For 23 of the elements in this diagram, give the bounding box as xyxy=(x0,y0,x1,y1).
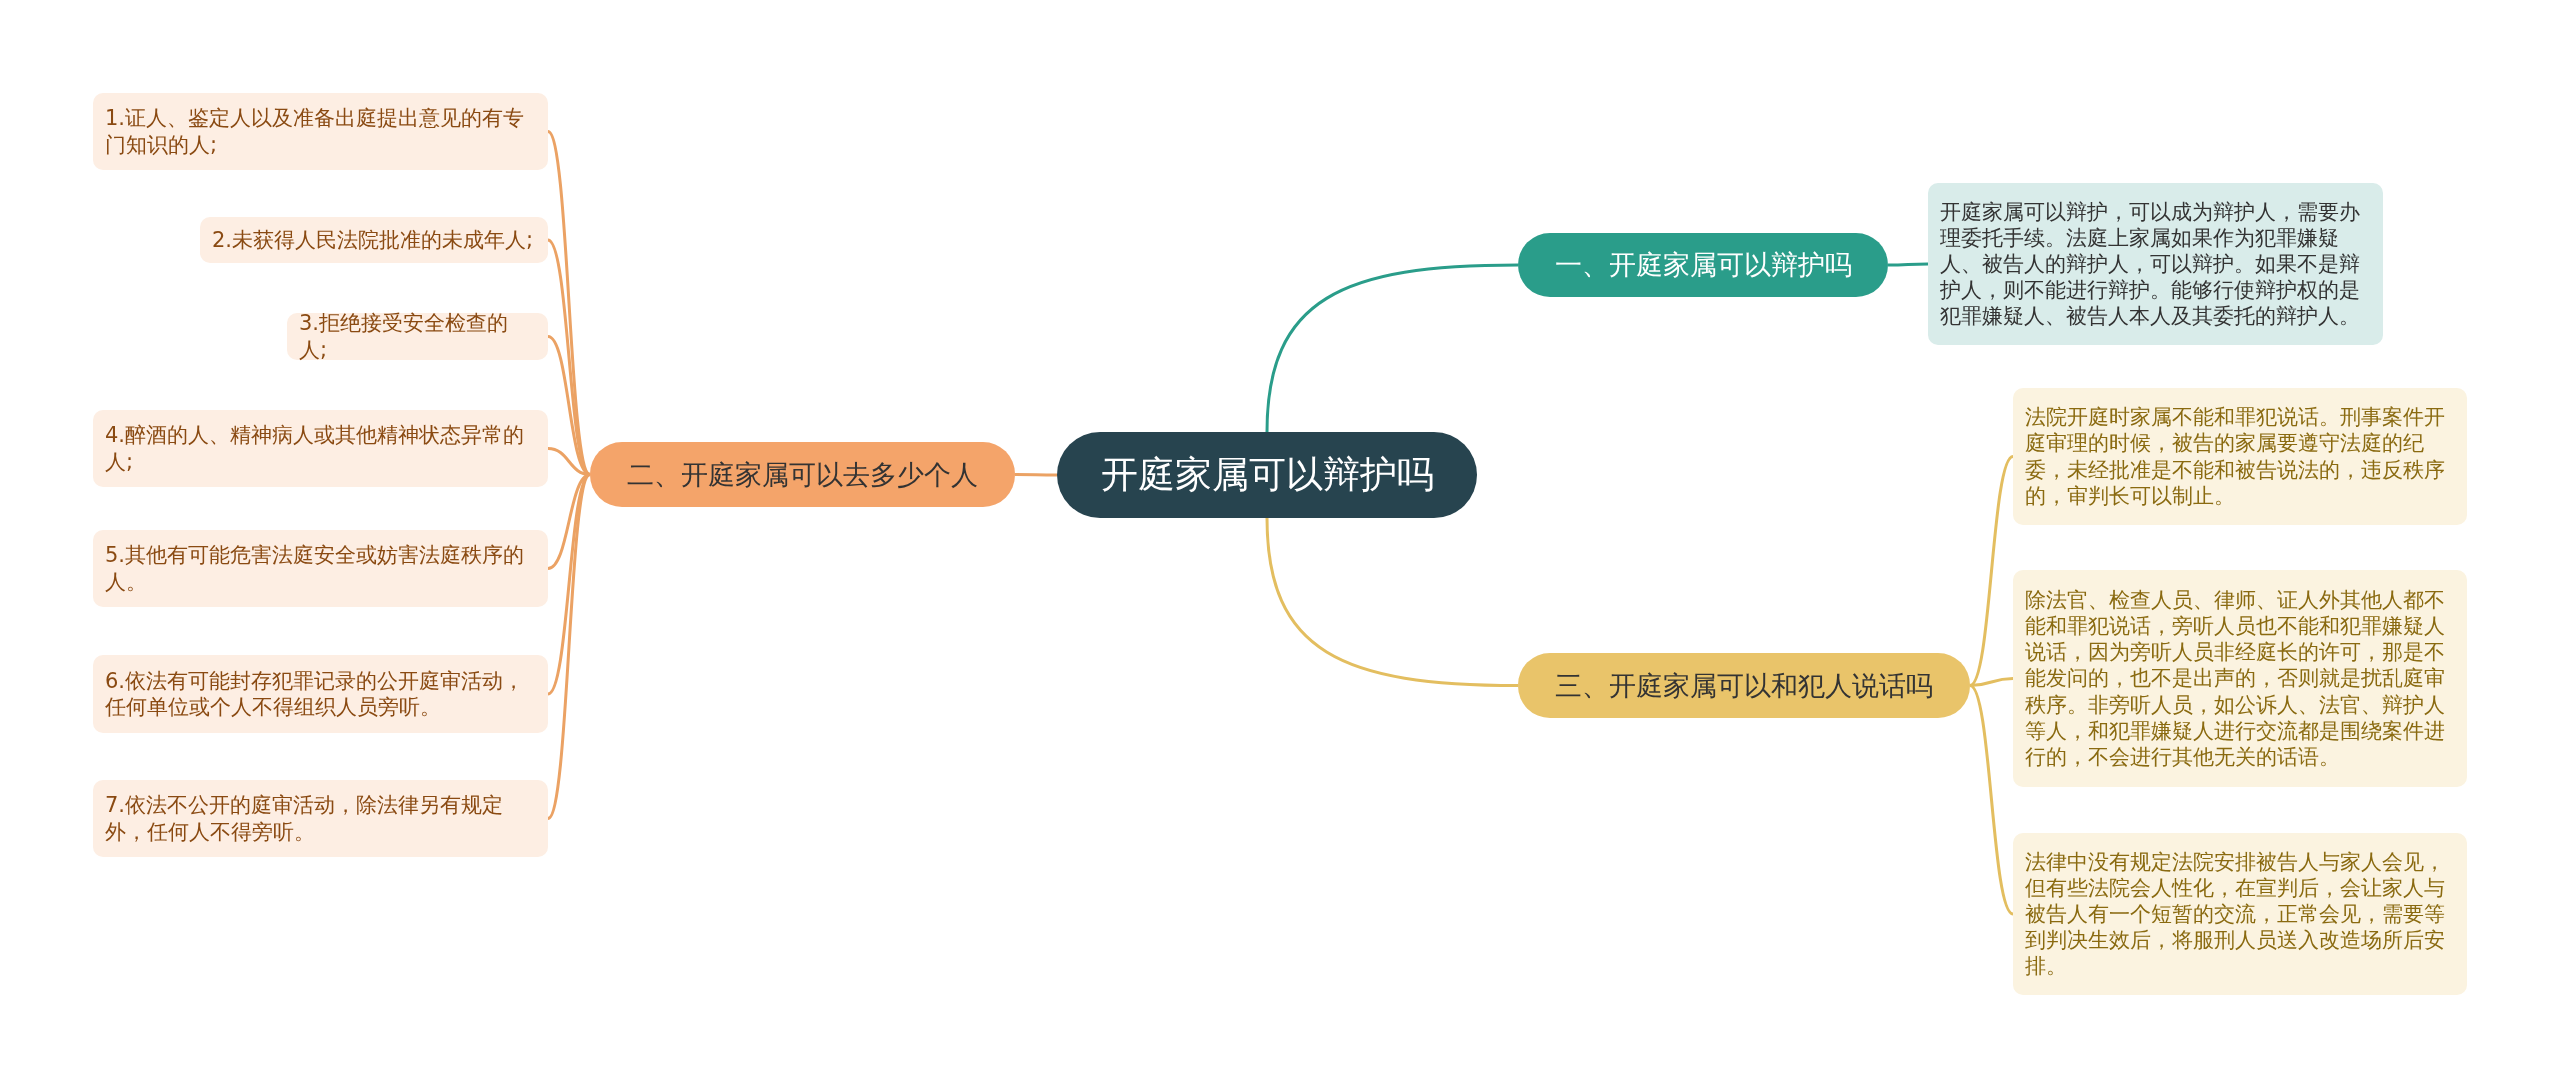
detail-card: 除法官、检查人员、律师、证人外其他人都不能和罪犯说话，旁听人员也不能和犯罪嫌疑人说话，因为旁听人员非经庭长的许可，那是不能发问的，也不是出声的，否则就是扰乱庭审秩序。非旁听人员，如公诉人、法官、辩护人等人，和犯罪嫌疑人进行交流都是围绕案件进行的，不会进行其他无关的话语。 xyxy=(2013,570,2467,787)
leaf-card: 3.拒绝接受安全检查的人; xyxy=(287,313,548,360)
leaf-card: 5.其他有可能危害法庭安全或妨害法庭秩序的人。 xyxy=(93,530,548,607)
connector-line xyxy=(1969,677,2014,687)
connector-line xyxy=(1888,262,1928,267)
connector-line xyxy=(1265,517,1519,687)
leaf-card: 1.证人、鉴定人以及准备出庭提出意见的有专门知识的人; xyxy=(93,93,548,170)
leaf-card: 2.未获得人民法院批准的未成年人; xyxy=(200,217,548,263)
branch-topic: 二、开庭家属可以去多少个人 xyxy=(590,442,1015,507)
connector-line xyxy=(1969,455,2014,687)
branch-topic: 一、开庭家属可以辩护吗 xyxy=(1518,233,1888,297)
connector-line xyxy=(1969,684,2014,916)
detail-card: 开庭家属可以辩护，可以成为辩护人，需要办理委托手续。法庭上家属如果作为犯罪嫌疑人、被告人的辩护人，可以辩护。如果不是辩护人，则不能进行辩护。能够行使辩护权的是犯罪嫌疑人、被告人本人及其委托的辩护人。 xyxy=(1928,183,2383,345)
leaf-card: 6.依法有可能封存犯罪记录的公开庭审活动，任何单位或个人不得组织人员旁听。 xyxy=(93,655,548,733)
leaf-card: 4.醉酒的人、精神病人或其他精神状态异常的人; xyxy=(93,410,548,487)
detail-card: 法院开庭时家属不能和罪犯说话。刑事案件开庭审理的时候，被告的家属要遵守法庭的纪委，未经批准是不能和被告说法的，违反秩序的，审判长可以制止。 xyxy=(2013,388,2467,525)
connector-line xyxy=(1015,473,1057,477)
connector-line xyxy=(546,473,592,820)
detail-card: 法律中没有规定法院安排被告人与家人会见，但有些法院会人性化，在宣判后，会让家人与被告人有一个短暂的交流，正常会见，需要等到判决生效后，将服刑人员送入改造场所后安排。 xyxy=(2013,833,2467,995)
branch-topic: 三、开庭家属可以和犯人说话吗 xyxy=(1518,653,1970,718)
connector-line xyxy=(1265,263,1519,433)
leaf-card: 7.依法不公开的庭审活动，除法律另有规定外，任何人不得旁听。 xyxy=(93,780,548,857)
root-topic: 开庭家属可以辩护吗 xyxy=(1057,432,1477,518)
